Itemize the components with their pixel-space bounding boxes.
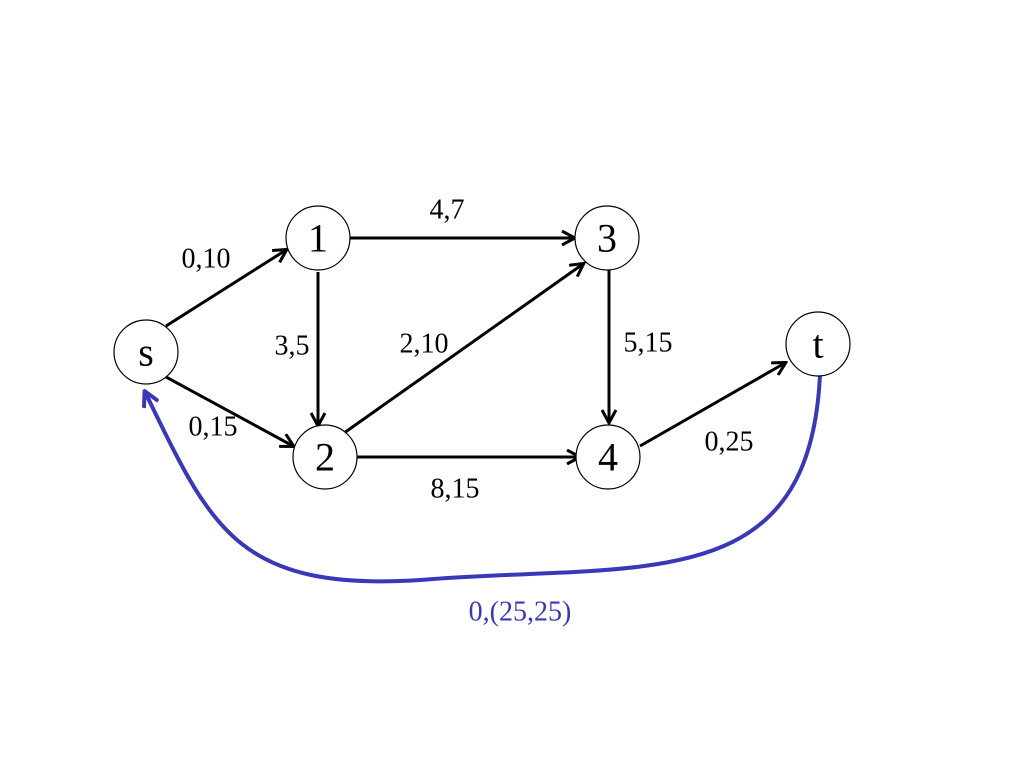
edge-2-4-label: 8,15	[431, 474, 480, 505]
node-4-label: 4	[598, 435, 618, 480]
edge-s-2-label: 0,15	[189, 412, 238, 443]
edge-3-4-label: 5,15	[624, 328, 673, 359]
node-1-label: 1	[308, 216, 328, 261]
node-4: 4	[575, 424, 641, 490]
edge-t-s-label: 0,(25,25)	[469, 597, 572, 628]
edge-4-t-label: 0,25	[705, 427, 754, 458]
node-t: t	[785, 311, 851, 377]
edge-t-s	[145, 373, 822, 584]
edge-s-2	[165, 375, 293, 446]
edge-2-3-label: 2,10	[400, 329, 449, 360]
edge-1-2-label: 3,5	[275, 331, 310, 362]
edge-1-3-label: 4,7	[430, 195, 465, 226]
node-s: s	[113, 319, 179, 385]
node-3-label: 3	[597, 216, 617, 261]
node-3: 3	[574, 205, 640, 271]
edge-2-3	[343, 264, 583, 435]
node-1: 1	[285, 205, 351, 271]
node-2: 2	[292, 424, 358, 490]
edge-s-1-label: 0,10	[182, 244, 231, 275]
edge-s-1	[165, 250, 286, 328]
node-s-label: s	[138, 330, 154, 375]
node-2-label: 2	[315, 435, 335, 480]
edge-4-t	[639, 363, 785, 448]
node-t-label: t	[812, 322, 823, 367]
